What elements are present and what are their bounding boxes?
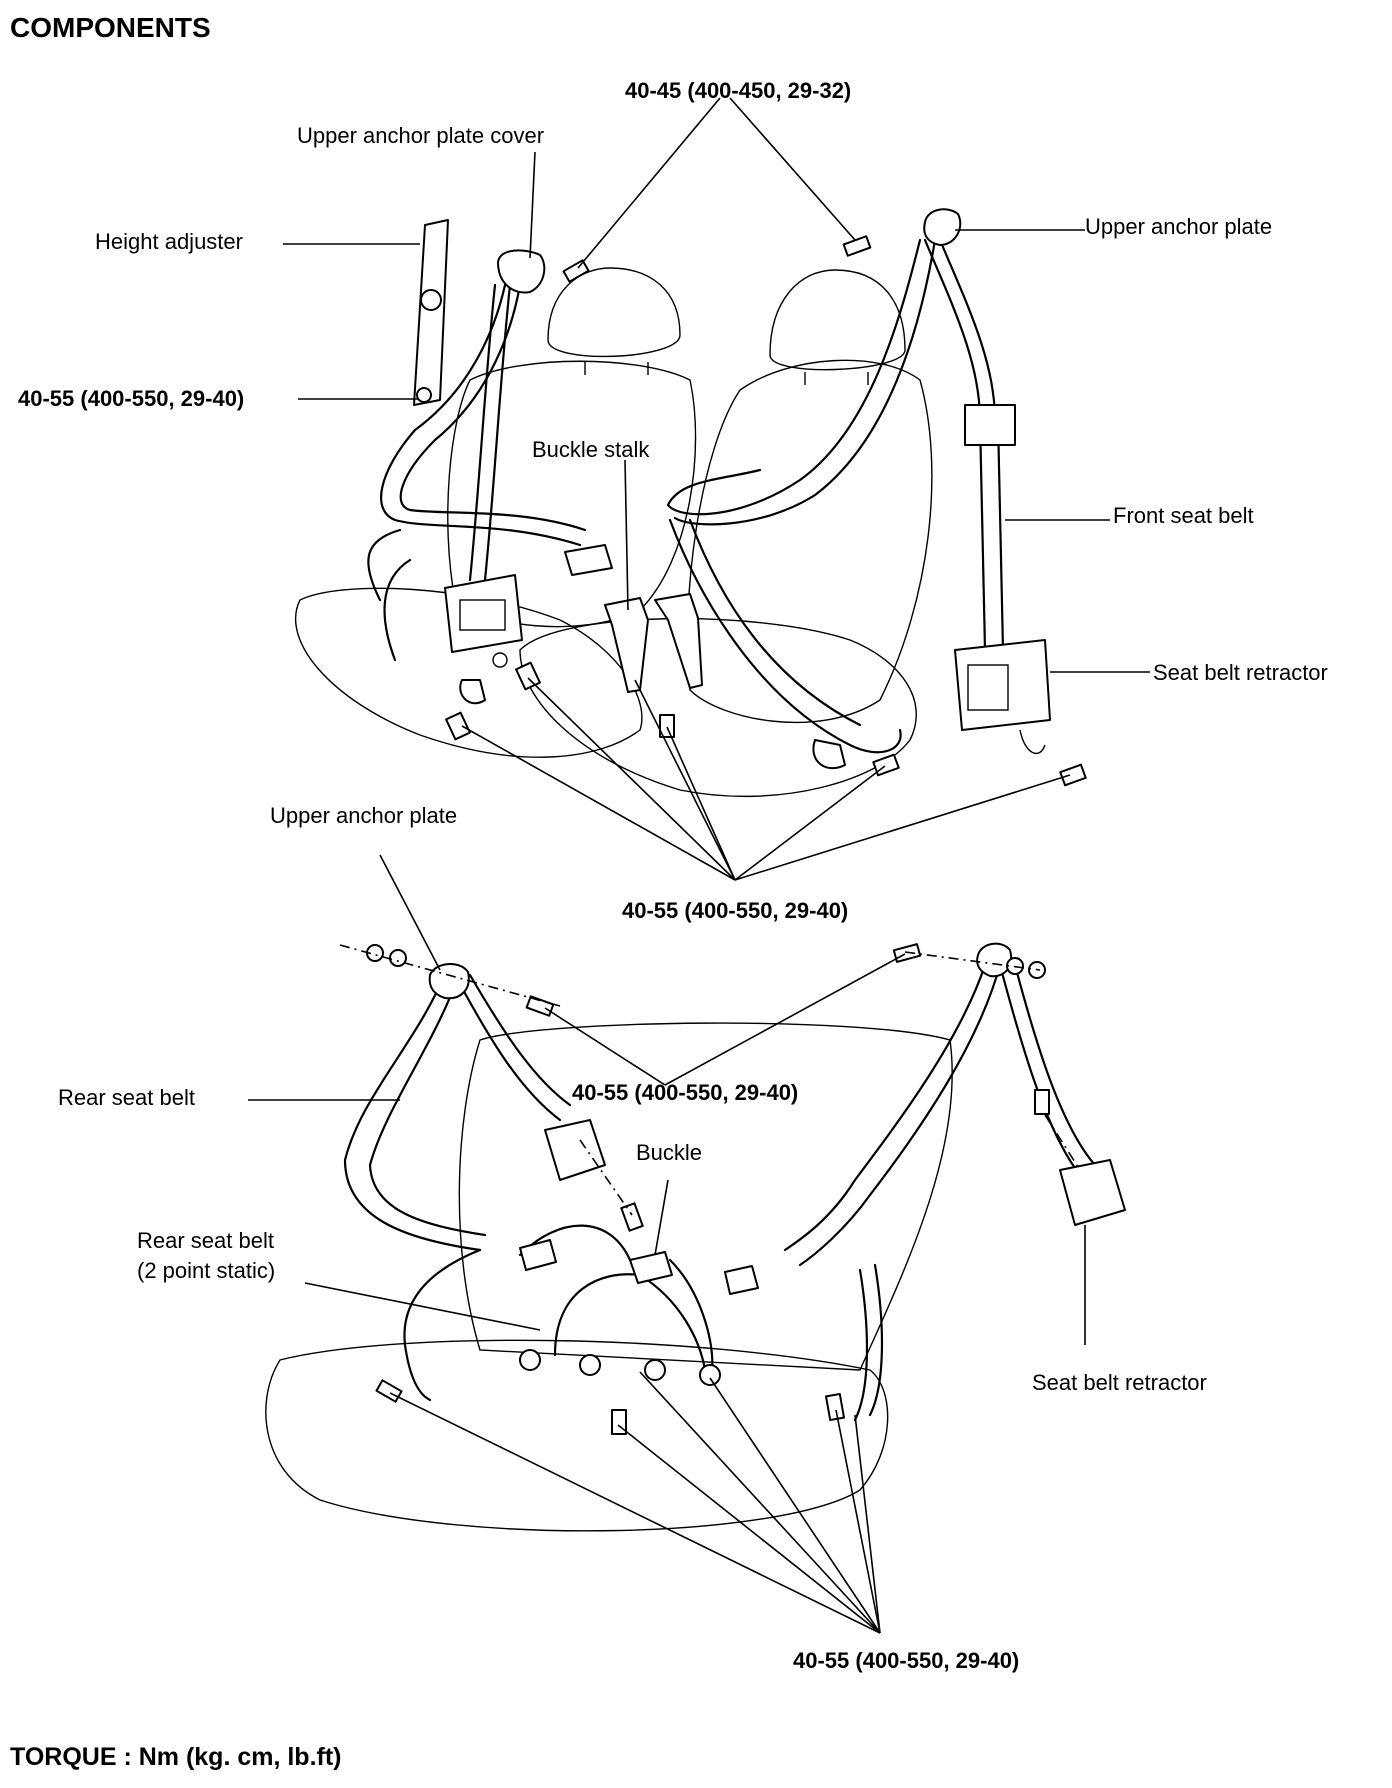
rear-right-retractor bbox=[1059, 1159, 1126, 1226]
torque-label-left: 40-55 (400-550, 29-40) bbox=[18, 386, 245, 411]
front-right-belt-webbing bbox=[666, 238, 922, 516]
label-height-adjuster: Height adjuster bbox=[95, 229, 243, 254]
front-upper-anchor-plate bbox=[923, 208, 962, 246]
label-front-seat-belt: Front seat belt bbox=[1113, 503, 1254, 528]
front-left-retractor bbox=[444, 574, 523, 653]
buckle-stalk-right bbox=[654, 593, 703, 689]
upper-anchor-plate-cover-part bbox=[497, 249, 546, 294]
torque-label-bottom: 40-55 (400-550, 29-40) bbox=[793, 1648, 1020, 1673]
torque-label-front-mid: 40-55 (400-550, 29-40) bbox=[622, 898, 849, 923]
torque-units-footer: TORQUE : Nm (kg. cm, lb.ft) bbox=[10, 1743, 342, 1771]
label-upper-anchor-plate-cover: Upper anchor plate cover bbox=[297, 123, 545, 148]
rear-bolts-and-washers bbox=[366, 943, 1050, 1435]
height-adjuster-rail bbox=[413, 219, 449, 406]
rear-right-belt-webbing bbox=[783, 963, 987, 1252]
buckle-stalk-left bbox=[604, 597, 649, 693]
left-headrest bbox=[547, 267, 681, 358]
label-seat-belt-retractor-rear: Seat belt retractor bbox=[1032, 1370, 1207, 1395]
rear-left-belt-webbing bbox=[343, 983, 482, 1252]
label-rear-static-line1: Rear seat belt bbox=[137, 1228, 274, 1253]
rear-right-upper-anchor bbox=[976, 942, 1013, 978]
label-rear-static-line2: (2 point static) bbox=[137, 1258, 276, 1283]
front-right-retractor bbox=[954, 639, 1051, 731]
page-title: COMPONENTS bbox=[10, 12, 211, 43]
label-upper-anchor-plate-rear: Upper anchor plate bbox=[270, 803, 458, 828]
rear-buckle-part bbox=[629, 1251, 673, 1284]
label-buckle: Buckle bbox=[636, 1140, 703, 1165]
front-left-belt-webbing bbox=[380, 283, 582, 547]
rear-center-belts bbox=[518, 1224, 714, 1377]
front-seats-drawing bbox=[294, 208, 1087, 798]
label-upper-anchor-plate-front: Upper anchor plate bbox=[1085, 214, 1273, 239]
floor-anchors bbox=[519, 1349, 721, 1386]
rear-seat-cushion bbox=[265, 1339, 889, 1532]
leader-lines bbox=[248, 97, 1150, 1634]
label-rear-seat-belt: Rear seat belt bbox=[58, 1085, 195, 1110]
rear-seat-back bbox=[458, 1022, 953, 1371]
rear-seat-drawing bbox=[265, 942, 1126, 1532]
torque-label-rear-upper: 40-55 (400-550, 29-40) bbox=[572, 1080, 799, 1105]
right-seat-back bbox=[686, 359, 933, 724]
right-headrest bbox=[769, 269, 906, 371]
rear-left-retractor bbox=[544, 1119, 606, 1181]
rear-left-upper-anchor bbox=[428, 963, 470, 1000]
right-seat-cushion bbox=[519, 617, 917, 798]
label-seat-belt-retractor-front: Seat belt retractor bbox=[1153, 660, 1328, 685]
front-bolts bbox=[445, 235, 1087, 787]
torque-label-top: 40-45 (400-450, 29-32) bbox=[625, 78, 852, 103]
label-buckle-stalk: Buckle stalk bbox=[532, 437, 650, 462]
